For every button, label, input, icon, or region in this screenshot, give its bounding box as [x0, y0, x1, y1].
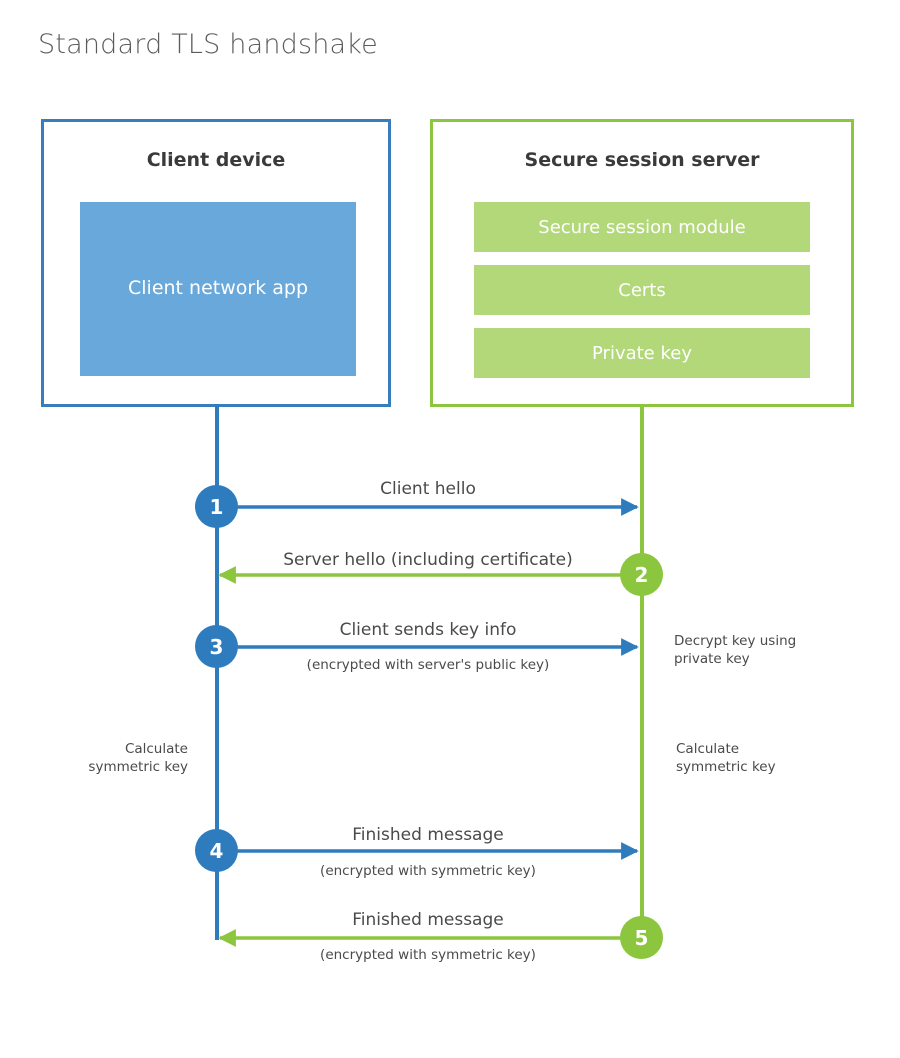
step-number: 3	[209, 634, 224, 659]
step-circle-3[interactable]: 3	[195, 625, 238, 668]
page-title: Standard TLS handshake	[38, 29, 378, 60]
step-circle-4[interactable]: 4	[195, 829, 238, 872]
note-client-calculate-symmetric-key: Calculate symmetric key	[88, 741, 188, 776]
message-sublabel-step-5: (encrypted with symmetric key)	[320, 947, 536, 963]
step-number: 1	[209, 494, 224, 519]
server-band-secure-session-module: Secure session module	[474, 202, 810, 252]
client-lifeline	[215, 404, 219, 940]
message-label-step-5: Finished message	[352, 910, 504, 930]
server-lifeline	[640, 404, 644, 939]
server-band-certs: Certs	[474, 265, 810, 315]
server-band-label: Secure session module	[538, 216, 746, 238]
server-band-label: Certs	[618, 279, 666, 301]
message-sublabel-step-3: (encrypted with server's public key)	[306, 657, 550, 673]
step-circle-5[interactable]: 5	[620, 916, 663, 959]
server-band-label: Private key	[592, 342, 692, 364]
step-circle-2[interactable]: 2	[620, 553, 663, 596]
server-band-private-key: Private key	[474, 328, 810, 378]
client-device-title: Client device	[146, 149, 286, 171]
message-label-step-4: Finished message	[352, 825, 504, 845]
client-device-box: Client device Client network app	[41, 119, 391, 407]
step-number: 2	[634, 562, 649, 587]
message-sublabel-step-4: (encrypted with symmetric key)	[320, 863, 536, 879]
step-number: 4	[209, 838, 224, 863]
secure-session-server-title: Secure session server	[524, 149, 760, 171]
client-network-app-label: Client network app	[128, 277, 309, 300]
note-server-calculate-symmetric-key: Calculate symmetric key	[676, 741, 776, 776]
message-label-step-2: Server hello (including certificate)	[283, 550, 573, 570]
client-network-app-block: Client network app	[80, 202, 356, 376]
message-label-step-3: Client sends key info	[339, 620, 517, 640]
step-number: 5	[634, 925, 649, 950]
step-circle-1[interactable]: 1	[195, 485, 238, 528]
secure-session-server-box: Secure session server Secure session mod…	[430, 119, 854, 407]
note-decrypt-key: Decrypt key using private key	[674, 633, 797, 668]
message-label-step-1: Client hello	[380, 479, 476, 499]
